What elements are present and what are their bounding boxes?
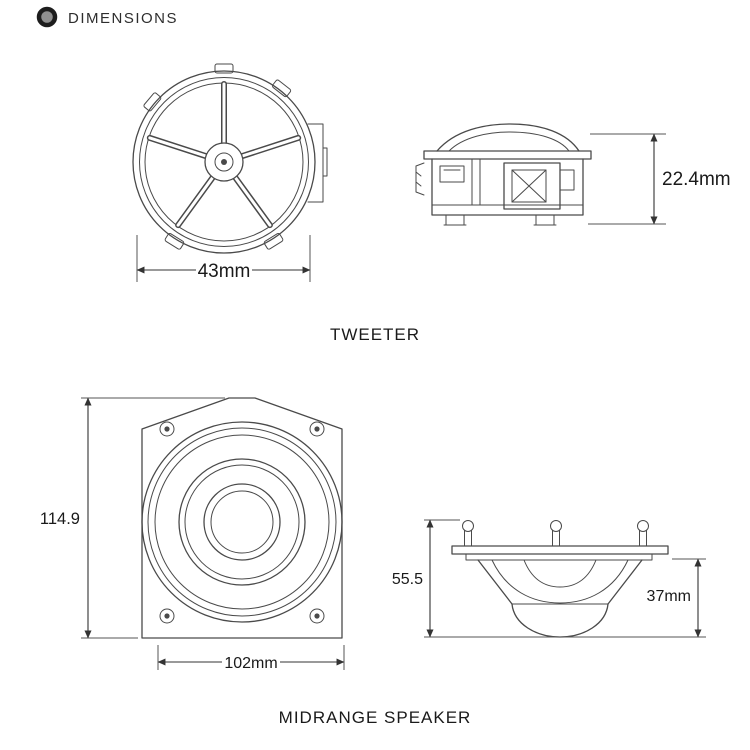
midrange-width-value: 102mm xyxy=(224,655,277,672)
tweeter-side-height-dimension: 22.4mm xyxy=(588,133,731,225)
midrange-side-depth-value: 37mm xyxy=(647,588,691,605)
tweeter-grille-spokes xyxy=(146,81,302,229)
tweeter-front-width-dimension: 43mm xyxy=(136,235,311,282)
midrange-section: 114.9 102mm xyxy=(40,397,706,727)
midrange-side-height-value: 55.5 xyxy=(392,571,423,588)
midrange-front-height-dimension: 114.9 xyxy=(40,397,225,639)
midrange-label: MIDRANGE SPEAKER xyxy=(279,708,472,727)
tweeter-label: TWEETER xyxy=(330,325,420,344)
midrange-side-depth-dimension: 37mm xyxy=(647,558,706,638)
tweeter-section: 43mm xyxy=(132,63,731,344)
midrange-front-width-dimension: 102mm xyxy=(157,645,345,673)
midrange-side-height-dimension: 55.5 xyxy=(392,519,706,638)
section-bullet-icon xyxy=(36,6,58,28)
header: DIMENSIONS xyxy=(36,6,178,28)
page-title: DIMENSIONS xyxy=(68,10,178,27)
tweeter-width-value: 43mm xyxy=(198,261,251,282)
midrange-screws xyxy=(159,421,325,624)
midrange-height-value: 114.9 xyxy=(40,510,80,528)
tweeter-height-value: 22.4mm xyxy=(662,169,731,190)
tweeter-side-view xyxy=(415,123,592,226)
midrange-side-pins xyxy=(462,520,649,547)
tweeter-front-view xyxy=(132,63,328,254)
midrange-side-view xyxy=(451,520,669,638)
midrange-front-view xyxy=(141,397,343,639)
